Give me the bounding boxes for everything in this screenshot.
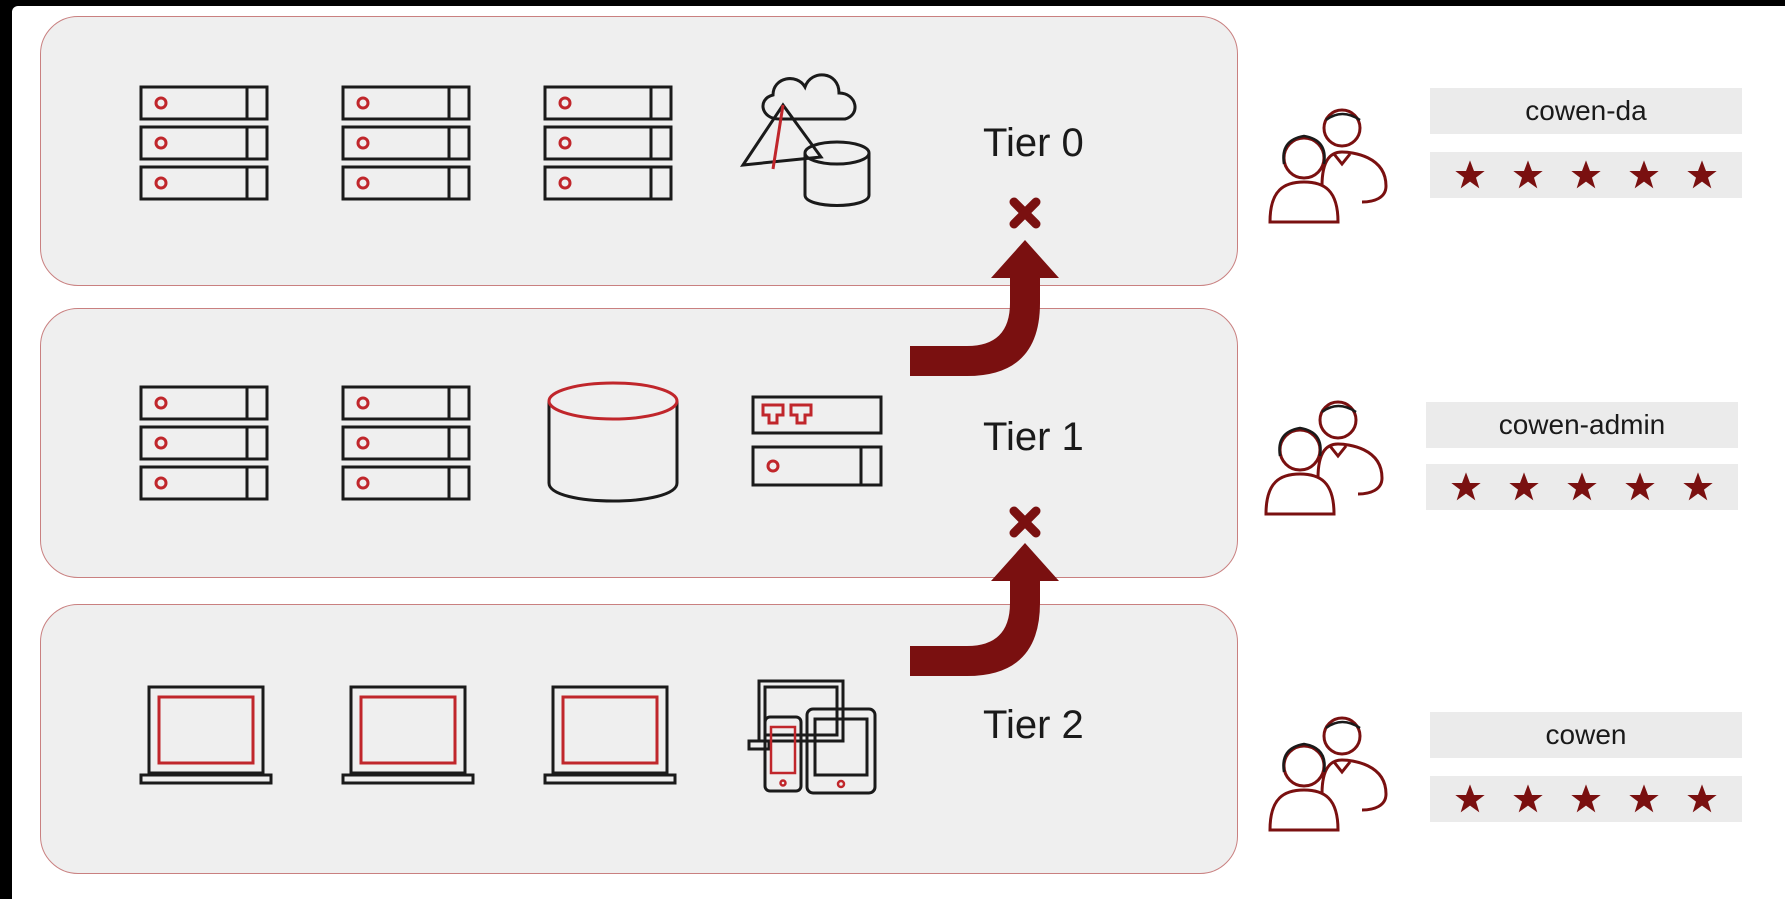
star-icon — [1455, 784, 1485, 813]
tier-0-panel: Tier 0 — [40, 16, 1238, 286]
tier-1-panel: Tier 1 — [40, 308, 1238, 578]
star-icon — [1513, 160, 1543, 189]
cloud-data-icon — [739, 73, 871, 207]
arrow-tier2-to-tier1 — [910, 543, 1059, 676]
users-icon — [1264, 400, 1384, 516]
tier-0-label: Tier 0 — [983, 121, 1084, 165]
account-name-label: cowen-da — [1430, 88, 1742, 134]
tier-2-panel: Tier 2 — [40, 604, 1238, 874]
star-icon — [1567, 472, 1597, 501]
server-rack-icon — [543, 85, 673, 201]
account-name-label: cowen — [1430, 712, 1742, 758]
star-icon — [1513, 784, 1543, 813]
database-icon — [547, 381, 679, 503]
users-icon — [1268, 716, 1388, 832]
multi-device-icon — [747, 679, 877, 795]
users-icon — [1268, 108, 1388, 224]
star-rating — [1430, 776, 1742, 822]
escalation-arrows — [910, 197, 1059, 676]
laptop-icon — [543, 685, 677, 785]
star-icon — [1687, 784, 1717, 813]
star-icon — [1629, 160, 1659, 189]
laptop-icon — [341, 685, 475, 785]
blocked-x-icon — [1009, 506, 1041, 538]
network-appliance-icon — [751, 395, 883, 487]
star-rating — [1430, 152, 1742, 198]
star-icon — [1571, 784, 1601, 813]
server-rack-icon — [139, 85, 269, 201]
account-name-label: cowen-admin — [1426, 402, 1738, 448]
server-rack-icon — [139, 385, 269, 501]
star-icon — [1683, 472, 1713, 501]
star-icon — [1629, 784, 1659, 813]
laptop-icon — [139, 685, 273, 785]
slide-canvas: Tier 0 — [12, 6, 1785, 899]
star-icon — [1687, 160, 1717, 189]
tier-1-label: Tier 1 — [983, 415, 1084, 459]
blocked-x-icon — [1009, 197, 1041, 229]
star-icon — [1455, 160, 1485, 189]
star-icon — [1625, 472, 1655, 501]
server-rack-icon — [341, 385, 471, 501]
arrow-tier1-to-tier0 — [910, 240, 1059, 376]
star-icon — [1451, 472, 1481, 501]
tier-2-label: Tier 2 — [983, 703, 1084, 747]
star-icon — [1509, 472, 1539, 501]
server-rack-icon — [341, 85, 471, 201]
star-rating — [1426, 464, 1738, 510]
star-icon — [1571, 160, 1601, 189]
